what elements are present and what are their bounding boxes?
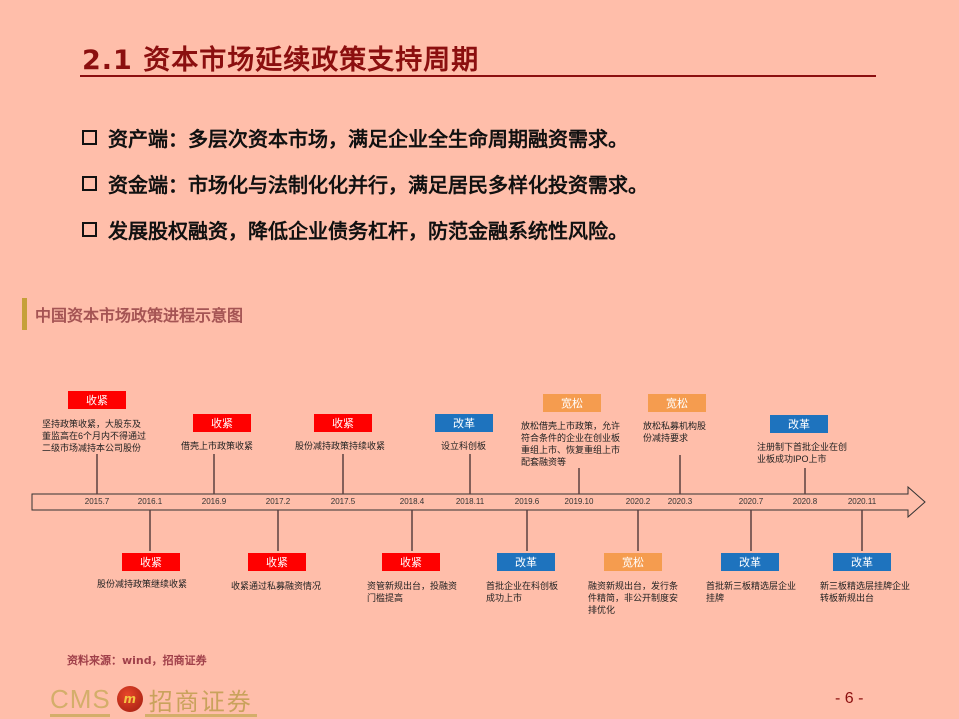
policy-tag-blue: 改革 <box>833 553 891 571</box>
event-description-line: 设立科创板 <box>441 441 487 451</box>
policy-tag-orange: 宽松 <box>604 553 662 571</box>
event-description: 首批企业在科创板成功上市 <box>486 580 576 604</box>
policy-tag-red: 收紧 <box>193 414 251 432</box>
bullet-item: 资产端：多层次资本市场，满足企业全生命周期融资需求。 <box>82 114 648 160</box>
event-description-line: 排优化 <box>588 605 616 615</box>
data-source: 资料来源：wind，招商证券 <box>67 654 207 667</box>
chart-heading: 中国资本市场政策进程示意图 <box>22 298 243 330</box>
page-title: 2.1 资本市场延续政策支持周期 <box>82 45 480 76</box>
event-description-line: 放松借壳上市政策，允许 <box>521 421 621 431</box>
event-description-line: 注册制下首批企业在创 <box>757 442 848 452</box>
event-description: 借壳上市政策收紧 <box>181 440 291 452</box>
chart-heading-text: 中国资本市场政策进程示意图 <box>35 306 244 325</box>
event-description: 收紧通过私募融资情况 <box>231 580 351 592</box>
event-description-line: 转板新规出台 <box>820 593 875 603</box>
event-description: 首批新三板精选层企业挂牌 <box>706 580 816 604</box>
event-description-line: 放松私募机构股 <box>643 421 707 431</box>
timeline-tick-label: 2019.6 <box>514 497 540 506</box>
event-description: 新三板精选层挂牌企业转板新规出台 <box>820 580 930 604</box>
logo-chinese: 招商证券 <box>148 687 253 716</box>
event-description: 放松私募机构股份减持要求 <box>643 420 723 444</box>
policy-tag-blue: 改革 <box>435 414 493 432</box>
event-description-line: 挂牌 <box>706 593 725 603</box>
policy-tag-orange: 宽松 <box>543 394 601 412</box>
event-description-line: 借壳上市政策收紧 <box>181 441 254 451</box>
event-description-line: 股份减持政策持续收紧 <box>295 441 386 451</box>
event-description-line: 成功上市 <box>486 593 523 603</box>
timeline-tick-label: 2017.5 <box>330 497 356 506</box>
bullet-item: 发展股权融资，降低企业债务杠杆，防范金融系统性风险。 <box>82 206 648 252</box>
bullet-text: 资金端：市场化与法制化化并行，满足居民多样化投资需求。 <box>108 172 648 197</box>
event-description-line: 股份减持政策继续收紧 <box>97 579 188 589</box>
timeline-tick-label: 2018.11 <box>455 497 485 506</box>
event-description-line: 首批企业在科创板 <box>486 581 559 591</box>
event-description-line: 二级市场减持本公司股份 <box>42 443 142 453</box>
policy-tag-red: 收紧 <box>314 414 372 432</box>
event-description-line: 董监高在6个月内不得通过 <box>42 431 147 441</box>
timeline-tick-label: 2017.2 <box>265 497 291 506</box>
policy-tag-red: 收紧 <box>122 553 180 571</box>
timeline-tick-label: 2016.1 <box>137 497 163 506</box>
square-bullet-icon <box>82 129 97 145</box>
event-description-line: 配套融资等 <box>521 457 567 467</box>
event-description-line: 首批新三板精选层企业 <box>706 581 797 591</box>
logo-emblem-icon: m <box>116 686 143 712</box>
event-description-line: 业板成功IPO上市 <box>757 454 827 464</box>
page-number: - 6 - <box>835 690 864 707</box>
bullet-item: 资金端：市场化与法制化化并行，满足居民多样化投资需求。 <box>82 160 648 206</box>
event-description-line: 份减持要求 <box>643 433 689 443</box>
logo-latin: CMS <box>50 683 111 714</box>
timeline-tick-label: 2018.4 <box>399 497 425 506</box>
event-description-line: 坚持政策收紧，大股东及 <box>42 419 142 429</box>
event-description-line: 融资新规出台，发行条 <box>588 581 679 591</box>
event-description-line: 符合条件的企业在创业板 <box>521 433 621 443</box>
bullet-list: 资产端：多层次资本市场，满足企业全生命周期融资需求。 资金端：市场化与法制化化并… <box>82 114 648 252</box>
square-bullet-icon <box>82 221 97 237</box>
timeline-tick-label: 2016.9 <box>201 497 227 506</box>
policy-tag-red: 收紧 <box>382 553 440 571</box>
logo-underline <box>145 714 257 717</box>
event-description: 放松借壳上市政策，允许符合条件的企业在创业板重组上市、恢复重组上市配套融资等 <box>521 420 646 468</box>
event-description-line: 收紧通过私募融资情况 <box>231 581 322 591</box>
timeline-tick-label: 2020.7 <box>738 497 764 506</box>
event-description: 设立科创板 <box>441 440 521 452</box>
event-description-line: 门槛提高 <box>367 593 404 603</box>
event-description: 坚持政策收紧，大股东及董监高在6个月内不得通过二级市场减持本公司股份 <box>42 418 192 454</box>
event-description-line: 资管新规出台，投融资 <box>367 581 458 591</box>
event-description-line: 新三板精选层挂牌企业 <box>820 581 911 591</box>
policy-tag-blue: 改革 <box>770 415 828 433</box>
policy-tag-blue: 改革 <box>721 553 779 571</box>
event-description-line: 件精简，非公开制度安 <box>588 593 679 603</box>
timeline-tick-label: 2020.2 <box>625 497 651 506</box>
policy-tag-red: 收紧 <box>248 553 306 571</box>
timeline-tick-label: 2020.11 <box>847 497 877 506</box>
logo-underline <box>50 714 110 717</box>
event-description: 融资新规出台，发行条件精简，非公开制度安排优化 <box>588 580 688 616</box>
timeline-tick-label: 2015.7 <box>84 497 110 506</box>
event-description: 注册制下首批企业在创业板成功IPO上市 <box>757 441 867 465</box>
square-bullet-icon <box>82 175 97 191</box>
event-description-line: 重组上市、恢复重组上市 <box>521 445 621 455</box>
policy-tag-orange: 宽松 <box>648 394 706 412</box>
bullet-text: 发展股权融资，降低企业债务杠杆，防范金融系统性风险。 <box>108 218 628 243</box>
bullet-text: 资产端：多层次资本市场，满足企业全生命周期融资需求。 <box>108 126 628 151</box>
event-description: 资管新规出台，投融资门槛提高 <box>367 580 477 604</box>
policy-tag-blue: 改革 <box>497 553 555 571</box>
event-description: 股份减持政策继续收紧 <box>97 578 217 590</box>
heading-accent-bar <box>22 298 27 330</box>
timeline-tick-label: 2020.3 <box>667 497 693 506</box>
title-underline <box>80 75 876 77</box>
company-logo: CMS m 招商证券 <box>50 683 253 716</box>
timeline-tick-label: 2019.10 <box>564 497 594 506</box>
policy-tag-red: 收紧 <box>68 391 126 409</box>
timeline-tick-label: 2020.8 <box>792 497 818 506</box>
event-description: 股份减持政策持续收紧 <box>295 440 425 452</box>
